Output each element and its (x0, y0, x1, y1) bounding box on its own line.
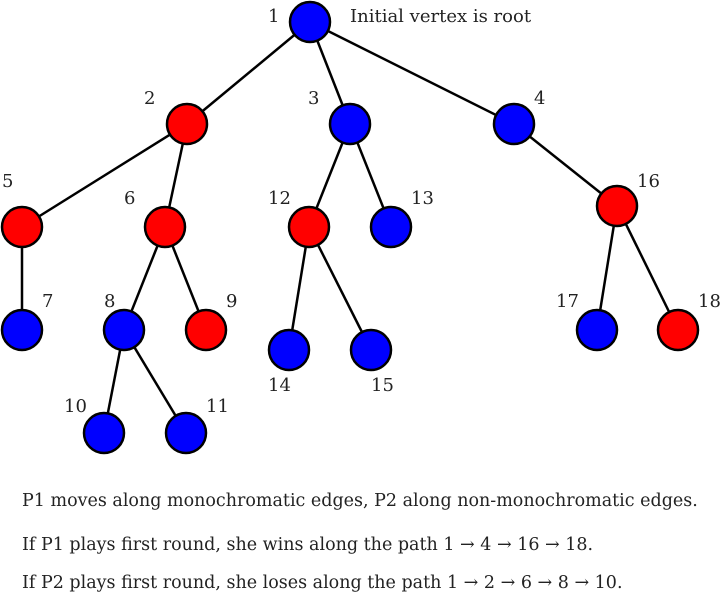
node-4-blue (492, 102, 536, 146)
node-7-blue (0, 308, 44, 352)
root-note: Initial vertex is root (350, 6, 532, 27)
node-8-blue (102, 308, 146, 352)
node-9-red (184, 308, 228, 352)
edge-1-4 (309, 20, 515, 126)
node-1-blue (288, 0, 332, 44)
node-label-15: 15 (371, 375, 394, 396)
tree-edges (20, 20, 680, 434)
tree-nodes (0, 0, 700, 455)
edge-1-2 (186, 21, 311, 125)
node-label-16: 16 (637, 171, 660, 192)
node-18-red (656, 308, 700, 352)
edge-2-5 (21, 122, 188, 229)
edge-12-15 (307, 226, 373, 351)
node-label-4: 4 (534, 88, 545, 109)
node-12-red (287, 205, 331, 249)
node-5-red (0, 205, 44, 249)
node-label-13: 13 (411, 188, 434, 209)
node-3-blue (328, 102, 372, 146)
node-label-11: 11 (206, 396, 229, 417)
node-label-6: 6 (124, 188, 135, 209)
edge-16-18 (615, 205, 680, 331)
node-label-2: 2 (144, 88, 155, 109)
node-label-1: 1 (268, 6, 279, 27)
node-label-5: 5 (2, 171, 13, 192)
node-15-blue (349, 328, 393, 372)
node-label-10: 10 (64, 396, 87, 417)
node-label-9: 9 (226, 291, 237, 312)
node-2-red (165, 102, 209, 146)
node-label-17: 17 (556, 291, 579, 312)
node-16-red (595, 184, 639, 228)
node-label-18: 18 (698, 291, 720, 312)
node-label-8: 8 (104, 291, 115, 312)
node-10-blue (82, 411, 126, 455)
node-6-red (143, 205, 187, 249)
node-label-3: 3 (308, 88, 319, 109)
node-17-blue (575, 308, 619, 352)
caption-rule: P1 moves along monochromatic edges, P2 a… (22, 491, 698, 511)
node-label-7: 7 (42, 291, 53, 312)
node-14-blue (267, 328, 311, 372)
edge-4-16 (513, 123, 618, 207)
node-13-blue (369, 205, 413, 249)
node-label-14: 14 (268, 375, 291, 396)
node-11-blue (164, 411, 208, 455)
caption-p2-first: If P2 plays first round, she loses along… (22, 573, 623, 593)
caption-p1-first: If P1 plays first round, she wins along … (22, 535, 594, 555)
node-label-12: 12 (268, 188, 291, 209)
